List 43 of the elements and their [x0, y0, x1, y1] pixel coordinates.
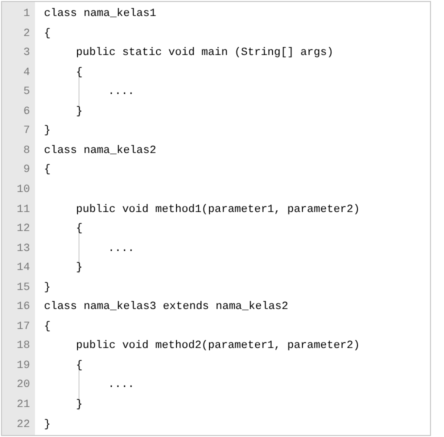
code-line: public static void main (String[] args) [76, 46, 334, 60]
line-number: 2 [22, 26, 30, 41]
line-number: 14 [16, 261, 30, 276]
code-line: class nama_kelas1 [44, 7, 156, 21]
code-line: } [76, 261, 83, 276]
line-number: 18 [16, 339, 30, 354]
line-number: 3 [22, 46, 30, 60]
code-line: class nama_kelas2 [44, 144, 156, 158]
line-number: 22 [16, 418, 30, 432]
code-line: class nama_kelas3 extends nama_kelas2 [44, 300, 288, 314]
code-line: } [44, 124, 51, 138]
code-line: public void method2(parameter1, parameter2) [76, 339, 360, 354]
line-number: 1 [22, 7, 30, 21]
line-number: 11 [16, 202, 30, 216]
code-line: } [76, 398, 83, 412]
line-number: 9 [22, 163, 30, 178]
code-line: { [44, 163, 51, 178]
line-number: 8 [22, 144, 30, 158]
code-line: .... [108, 85, 134, 100]
code-line: } [44, 418, 51, 432]
line-number: 20 [16, 378, 30, 392]
line-number: 19 [16, 358, 30, 373]
line-number: 13 [16, 242, 30, 256]
code-line: public void method1(parameter1, parameter2) [76, 202, 360, 216]
code-line: { [76, 358, 83, 373]
line-number: 10 [16, 182, 30, 197]
line-number: 6 [22, 104, 30, 119]
code-line: { [76, 222, 83, 236]
code-line: } [76, 104, 83, 119]
line-number: 21 [16, 398, 30, 412]
code-line: .... [108, 378, 134, 392]
line-number: 12 [16, 222, 30, 236]
code-line: } [44, 280, 51, 295]
code-line: .... [108, 242, 134, 256]
code-line: { [44, 320, 51, 334]
line-number: 4 [22, 66, 30, 80]
line-number: 5 [22, 85, 30, 100]
line-number: 15 [16, 280, 30, 295]
line-number: 7 [22, 124, 30, 138]
line-number: 16 [16, 300, 30, 314]
code-line: { [76, 66, 83, 80]
line-number: 17 [16, 320, 30, 334]
code-line: { [44, 26, 51, 41]
